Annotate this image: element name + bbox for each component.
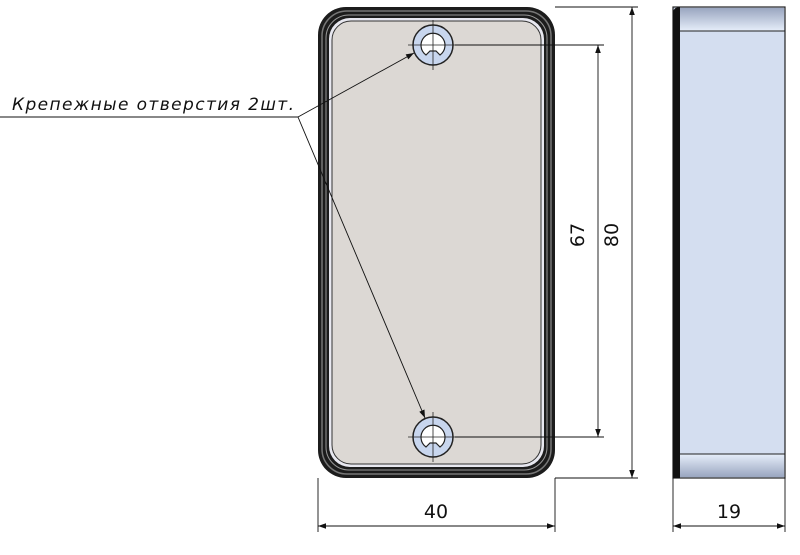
side-view [672, 6, 786, 479]
mounting-hole-top [408, 20, 458, 70]
frame-edge-inner [325, 14, 548, 471]
mounting-holes-label: Крепежные отверстия 2шт. [12, 95, 294, 115]
dim-height: 80 [601, 223, 623, 247]
front-view [318, 7, 555, 478]
leader-lines [0, 52, 426, 419]
side-bottom-band [679, 454, 784, 477]
side-top-band [679, 8, 784, 31]
side-body [672, 6, 786, 479]
dim-hole-spacing: 67 [567, 223, 589, 247]
mounting-hole-bottom [408, 412, 458, 462]
dimension-lines [317, 6, 786, 532]
dim-depth: 19 [717, 501, 741, 523]
front-plate [331, 20, 542, 465]
side-edge [673, 7, 680, 478]
frame-edge-outer [321, 10, 552, 475]
dim-width: 40 [424, 501, 448, 523]
